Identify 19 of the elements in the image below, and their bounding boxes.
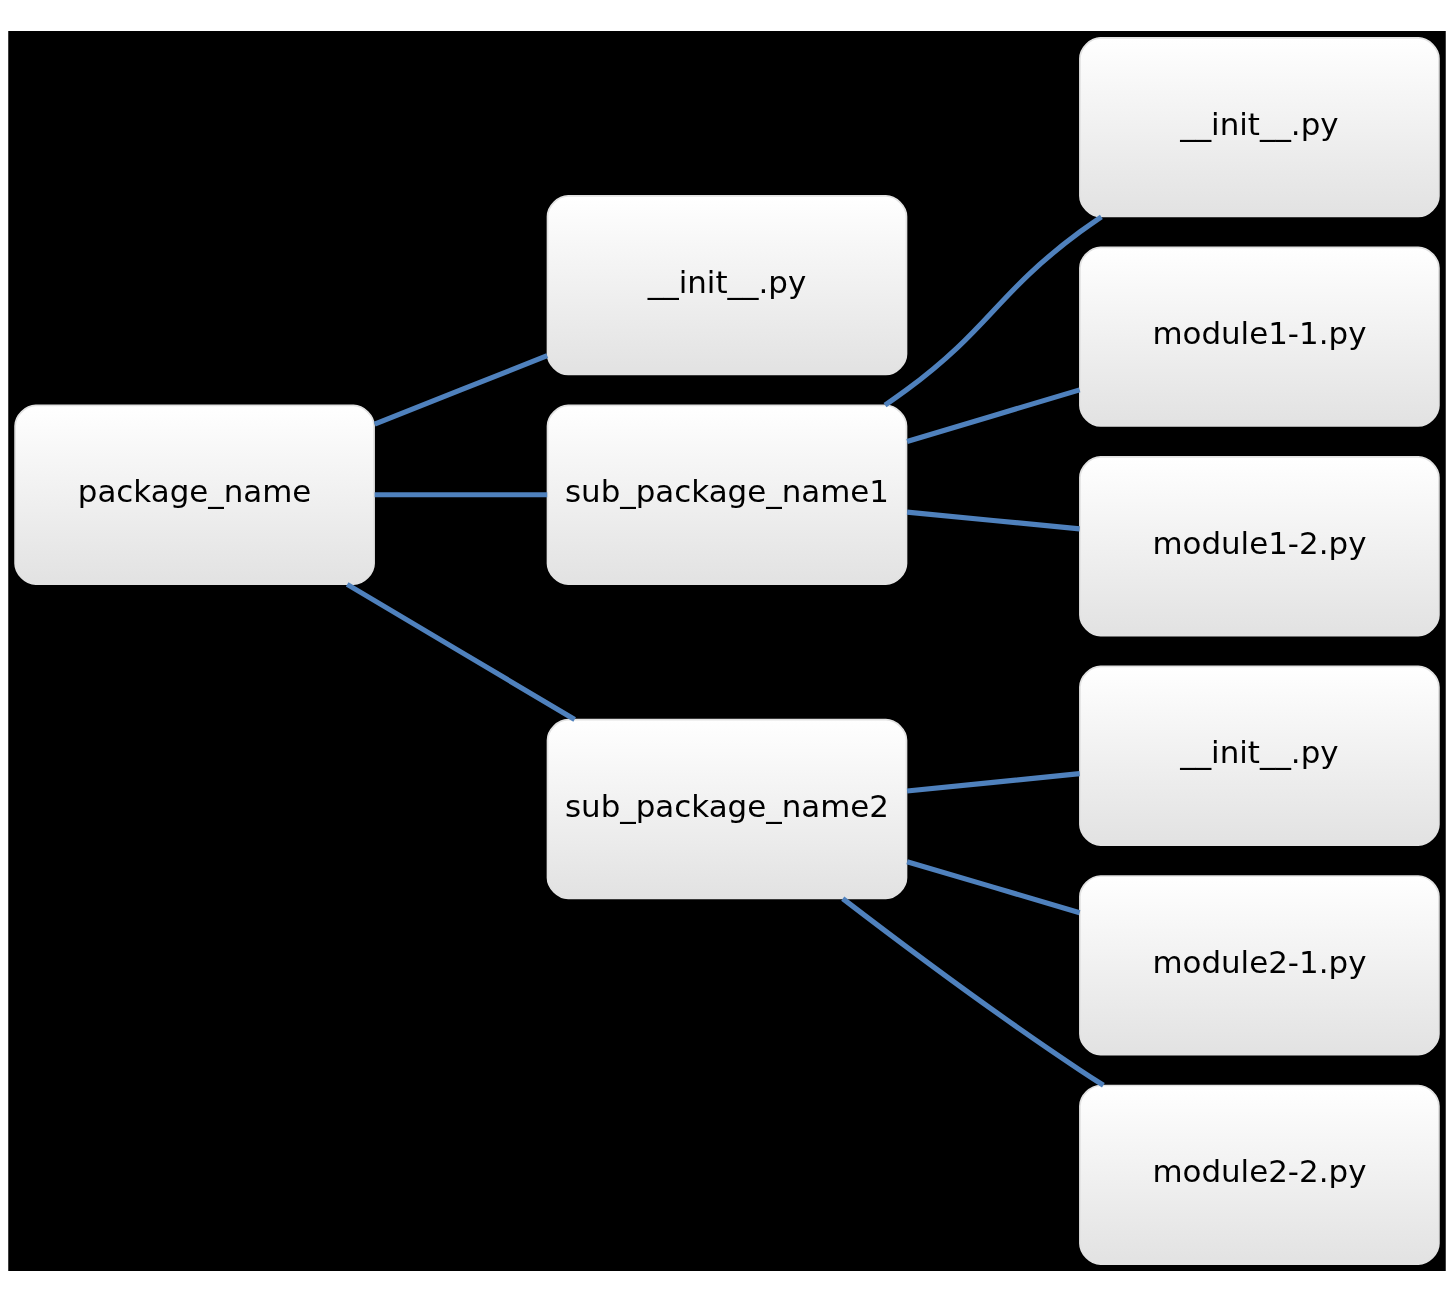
node-box: __init__.py <box>1079 665 1440 846</box>
connector <box>906 858 1081 915</box>
node-box: package_name <box>14 404 375 585</box>
connector <box>906 509 1080 531</box>
connector <box>374 491 548 497</box>
connector <box>841 896 1105 1087</box>
connector <box>906 770 1080 794</box>
connector <box>906 386 1081 444</box>
connector <box>345 581 576 722</box>
node-box: __init__.py <box>1079 36 1440 217</box>
connector <box>883 214 1103 407</box>
node-box: sub_package_name1 <box>546 404 908 585</box>
node-box: module2-2.py <box>1079 1084 1440 1265</box>
node-box: module2-1.py <box>1079 874 1440 1055</box>
node-box: module1-1.py <box>1079 246 1440 427</box>
connector <box>373 352 549 426</box>
node-box: module1-2.py <box>1079 455 1440 636</box>
node-box: __init__.py <box>546 194 908 375</box>
node-box: sub_package_name2 <box>546 718 908 899</box>
